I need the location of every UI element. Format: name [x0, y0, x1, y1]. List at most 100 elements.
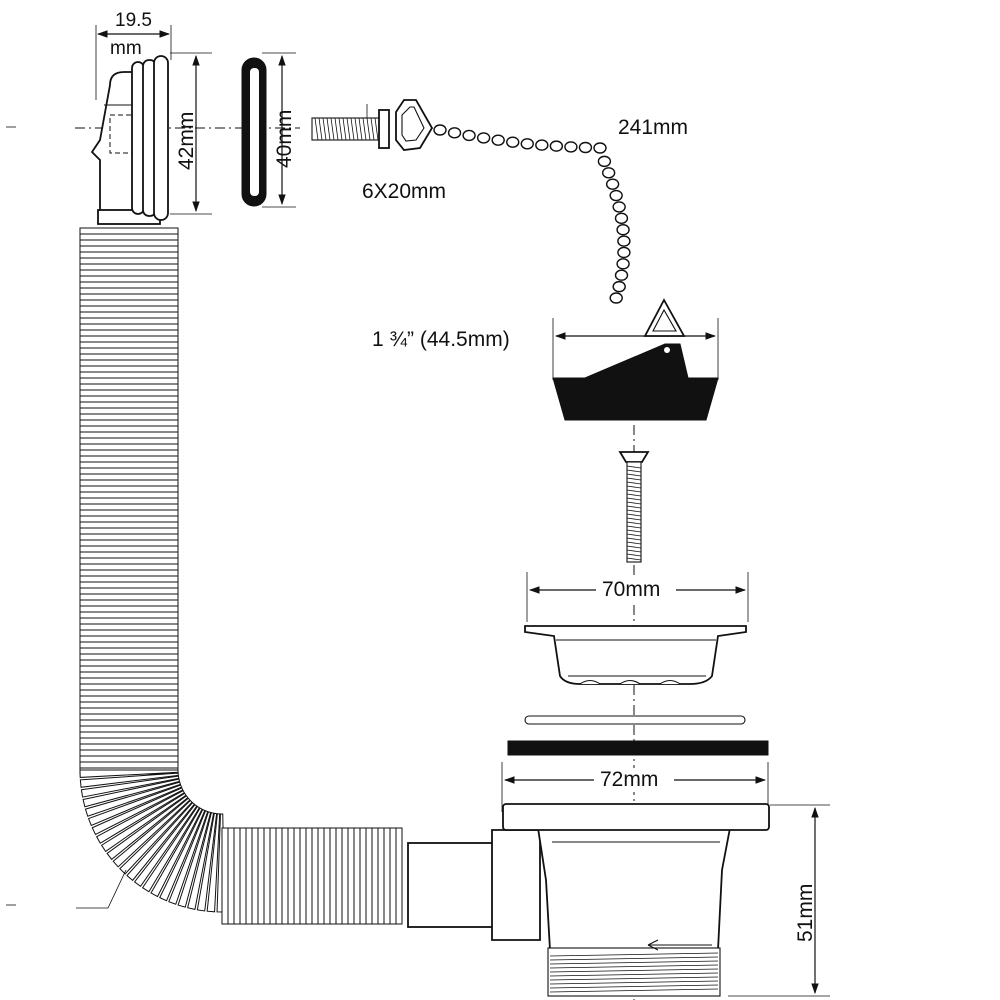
hose-rib — [79, 563, 179, 571]
hose-rib — [79, 719, 179, 727]
hose-rib — [79, 389, 179, 397]
hose-rib — [79, 455, 179, 463]
hose-rib — [196, 812, 218, 912]
hose-rib — [79, 317, 179, 325]
hose-rib — [79, 239, 179, 247]
chain-bead — [597, 155, 612, 168]
sink-plug — [552, 343, 719, 421]
hose-rib — [187, 812, 215, 910]
hose-rib — [150, 807, 203, 898]
hose-rib — [365, 827, 373, 925]
hose-rib — [177, 811, 212, 908]
chain-bead — [433, 124, 447, 136]
hose-rib — [79, 581, 179, 589]
hose-rib — [79, 377, 179, 385]
hose-rib — [87, 784, 183, 827]
hose-rib — [79, 251, 179, 259]
threaded-tail — [547, 947, 721, 997]
chain-bead — [609, 189, 623, 202]
chain-bead — [617, 246, 631, 259]
hose-rib — [79, 665, 179, 673]
chain-bead — [578, 141, 593, 154]
body-height-dimension: 51mm — [728, 804, 830, 997]
hose-rib — [323, 827, 331, 925]
hose-rib — [79, 437, 179, 445]
hose-rib — [311, 827, 319, 925]
hose-rib — [371, 827, 379, 925]
hose-rib — [263, 827, 271, 925]
hose-rib — [119, 799, 193, 875]
chain-bead — [617, 235, 631, 247]
hose-rib — [79, 341, 179, 349]
chain-bead — [609, 292, 623, 304]
hose-rib — [79, 629, 179, 637]
chain-bead — [447, 127, 462, 139]
hose-rib — [79, 413, 179, 421]
hose-rib — [112, 797, 191, 868]
hose-rib — [245, 827, 253, 925]
hose-rib — [79, 329, 179, 337]
sink-gasket — [507, 740, 769, 756]
hose-rib — [79, 713, 179, 721]
chain-link-overflow — [395, 99, 434, 151]
hose-rib — [79, 467, 179, 475]
hose-rib — [79, 425, 179, 433]
flexible-overflow-hose — [79, 227, 403, 925]
hose-rib — [79, 611, 179, 619]
hose-rib — [395, 827, 403, 925]
chain-bead — [549, 140, 564, 152]
hose-rib — [79, 545, 179, 553]
chain-bead — [614, 212, 629, 225]
chain-bead — [614, 269, 629, 281]
hose-rib — [305, 827, 313, 925]
hose-rib — [79, 769, 179, 778]
overflow-depth-dimension: 19.5 mm — [95, 10, 172, 100]
hose-rib — [79, 359, 179, 367]
gasket-height-label: 40mm — [273, 110, 296, 168]
upper-washer — [524, 715, 746, 725]
hose-rib — [79, 617, 179, 625]
hose-rib — [106, 795, 189, 861]
hose-rib — [79, 245, 179, 253]
plug-diameter-label: 1 ¾” (44.5mm) — [372, 328, 510, 351]
hose-rib — [79, 299, 179, 307]
hose-rib — [79, 509, 179, 517]
hose-rib — [79, 353, 179, 361]
hose-rib — [79, 383, 179, 391]
chain-bead — [520, 138, 534, 150]
overflow-body — [90, 55, 169, 225]
hose-rib — [79, 575, 179, 583]
plug-chain — [433, 124, 631, 304]
chain-bead — [612, 201, 626, 213]
center-screw — [618, 451, 650, 563]
hose-rib — [79, 443, 179, 451]
hose-rib — [299, 827, 307, 925]
hose-rib — [79, 749, 179, 757]
hose-rib — [79, 521, 179, 529]
overflow-bolt — [311, 104, 390, 149]
hose-rib — [79, 605, 179, 613]
hose-rib — [79, 365, 179, 373]
chain-bead — [612, 280, 626, 293]
hose-rib — [79, 293, 179, 301]
hose-rib — [227, 827, 235, 925]
strainer-basket — [524, 625, 747, 685]
overflow-depth-value: 19.5 — [115, 10, 152, 31]
chain-length-label: 241mm — [618, 116, 688, 139]
hose-rib — [79, 659, 179, 667]
hose-rib — [79, 479, 179, 487]
hose-rib — [100, 792, 187, 853]
hose-rib — [341, 827, 349, 925]
hose-rib — [159, 808, 206, 902]
grid-diameter-dimension: 70mm — [526, 572, 749, 622]
hose-rib — [79, 653, 179, 661]
hose-rib — [79, 527, 179, 535]
hose-rib — [239, 827, 247, 925]
hose-rib — [79, 647, 179, 655]
bolt-size-label: 6X20mm — [362, 180, 446, 203]
hose-rib — [79, 743, 179, 751]
chain-bead — [564, 141, 578, 153]
hose-rib — [79, 737, 179, 745]
hose-rib — [359, 827, 367, 925]
flange-diameter-dimension: 72mm — [501, 762, 769, 812]
